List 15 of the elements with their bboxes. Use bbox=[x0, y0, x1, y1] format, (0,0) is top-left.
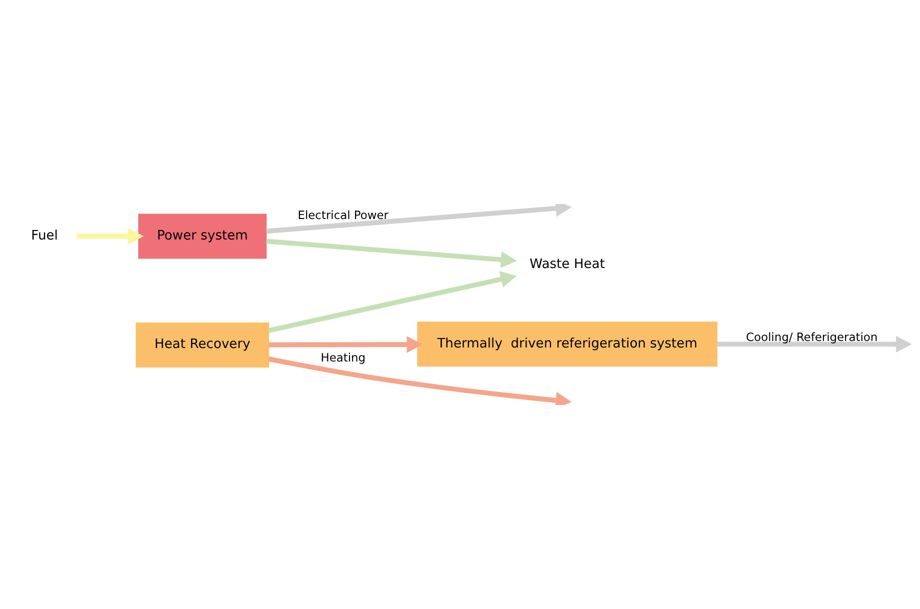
node-box: Thermally driven referigeration system bbox=[417, 322, 718, 367]
node-box: Heat Recovery bbox=[136, 322, 270, 368]
arrow bbox=[76, 228, 144, 245]
node-text: Fuel bbox=[31, 228, 58, 244]
arrow bbox=[268, 336, 423, 353]
arrow bbox=[268, 271, 517, 333]
edge-label: Cooling/ Referigeration bbox=[746, 330, 878, 344]
arrow bbox=[266, 204, 572, 234]
edge-label: Heating bbox=[320, 350, 366, 365]
node-box: Power system bbox=[138, 214, 267, 259]
node-text: Waste Heat bbox=[530, 256, 605, 272]
edge-label: Electrical Power bbox=[298, 208, 389, 222]
arrow bbox=[266, 238, 517, 268]
arrow bbox=[268, 356, 572, 405]
arrow bbox=[717, 336, 912, 353]
